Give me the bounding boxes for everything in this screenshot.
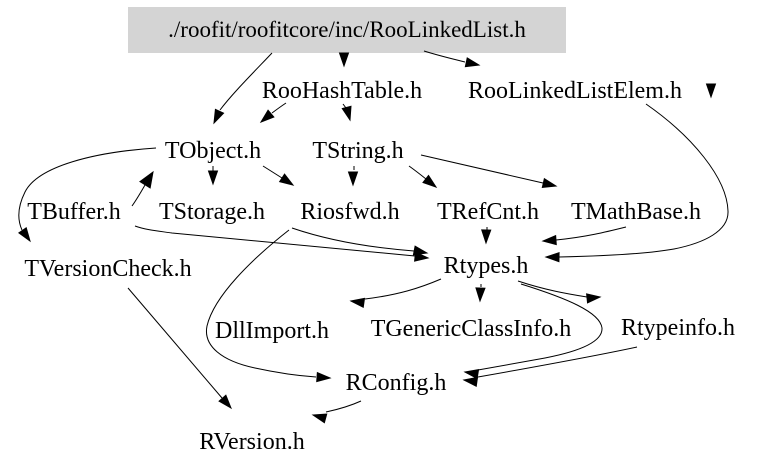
edge-tobject-riosfwd bbox=[262, 165, 283, 179]
edge-tstring-tmathbase bbox=[420, 154, 544, 184]
arrowhead-riosfwd-rconfig bbox=[316, 371, 332, 383]
edge-rtypes-dllimport bbox=[364, 278, 442, 300]
node-tversioncheck-label[interactable]: TVersionCheck.h bbox=[24, 256, 191, 282]
edge-riosfwd-rtypes bbox=[291, 227, 415, 252]
edge-tmathbase-rtypes bbox=[555, 226, 627, 241]
edge-tstring-trefcnt bbox=[408, 165, 427, 180]
node-rtypeinfo-label[interactable]: Rtypeinfo.h bbox=[621, 315, 735, 341]
arrowhead-tstring-riosfwd bbox=[347, 171, 359, 187]
arrowhead-tbuffer-tobject bbox=[139, 170, 154, 189]
arrowhead-tversioncheck-rversion bbox=[218, 394, 233, 410]
node-tmathbase-label[interactable]: TMathBase.h bbox=[571, 199, 701, 225]
edge-rtypeinfo-rconfig bbox=[477, 346, 638, 378]
arrowhead-tobject-tstorage bbox=[207, 170, 219, 186]
node-rconfig-label[interactable]: RConfig.h bbox=[346, 370, 447, 396]
edge-root-roolinkedlistelem bbox=[423, 50, 466, 63]
node-roolinkedlistelem-label[interactable]: RooLinkedListElem.h bbox=[468, 78, 682, 104]
arrowhead-tobject-riosfwd bbox=[278, 173, 295, 186]
node-tstorage-label[interactable]: TStorage.h bbox=[159, 199, 265, 225]
edge-tobject-tversioncheck bbox=[18, 147, 157, 231]
arrowhead-riosfwd-rtypes bbox=[412, 245, 429, 256]
edge-root-tobject bbox=[219, 52, 273, 111]
arrowhead-rconfig-rversion bbox=[311, 413, 328, 424]
root-node-label: ./roofit/roofitcore/inc/RooLinkedList.h bbox=[168, 17, 526, 42]
edge-roohashtable-tobject bbox=[271, 102, 287, 114]
edge-tbuffer-tobject bbox=[131, 184, 146, 207]
arrowhead-roohashtable-tobject bbox=[259, 109, 275, 123]
node-tgenericclassinfo-label[interactable]: TGenericClassInfo.h bbox=[371, 316, 572, 342]
node-rversion-label[interactable]: RVersion.h bbox=[199, 429, 304, 455]
arrowhead-tstring-trefcnt bbox=[422, 174, 438, 188]
node-tbuffer-label[interactable]: TBuffer.h bbox=[27, 199, 121, 225]
arrowhead-tmathbase-rtypes bbox=[541, 234, 557, 246]
root-node-box bbox=[128, 7, 566, 53]
node-rtypes-label[interactable]: Rtypes.h bbox=[444, 253, 529, 279]
node-tobject-label[interactable]: TObject.h bbox=[165, 138, 261, 164]
arrowhead-root-roohashtable bbox=[338, 52, 350, 68]
arrowhead-rtypes-rtypeinfo bbox=[586, 293, 602, 304]
arrowhead-rtypes-tgenericclassinfo bbox=[475, 287, 486, 303]
node-riosfwd-label[interactable]: Riosfwd.h bbox=[300, 199, 399, 225]
arrowhead-trefcnt-rtypes bbox=[481, 229, 492, 245]
edge-tversioncheck-rversion bbox=[127, 287, 223, 399]
edge-tbuffer-rtypes bbox=[134, 225, 416, 257]
edge-rtypes-rtypeinfo bbox=[517, 280, 588, 298]
edge-rtypes-rconfig bbox=[477, 283, 603, 371]
arrowhead-roolinkedlistelem-extra bbox=[705, 83, 717, 99]
arrowhead-rtypes-rconfig bbox=[463, 368, 480, 380]
edge-riosfwd-rconfig bbox=[206, 229, 317, 378]
arrowhead-root-roolinkedlistelem bbox=[464, 57, 481, 68]
node-dllimport-label[interactable]: DllImport.h bbox=[215, 318, 329, 344]
arrowhead-root-tobject bbox=[213, 108, 225, 125]
node-roohashtable-label[interactable]: RooHashTable.h bbox=[262, 78, 422, 104]
node-tstring-label[interactable]: TString.h bbox=[312, 138, 403, 164]
arrowhead-tstring-tmathbase bbox=[541, 177, 558, 189]
edge-roolinkedlistelem-rtypes bbox=[558, 103, 729, 258]
arrowhead-rtypes-dllimport bbox=[349, 297, 366, 309]
arrowhead-roolinkedlistelem-rtypes bbox=[544, 252, 560, 263]
node-trefcnt-label[interactable]: TRefCnt.h bbox=[437, 199, 539, 225]
arrowhead-rtypeinfo-rconfig bbox=[462, 376, 479, 388]
arrowhead-roohashtable-tstring bbox=[341, 105, 352, 122]
edge-rconfig-rversion bbox=[325, 400, 362, 413]
arrowhead-tobject-tversioncheck bbox=[17, 226, 31, 243]
